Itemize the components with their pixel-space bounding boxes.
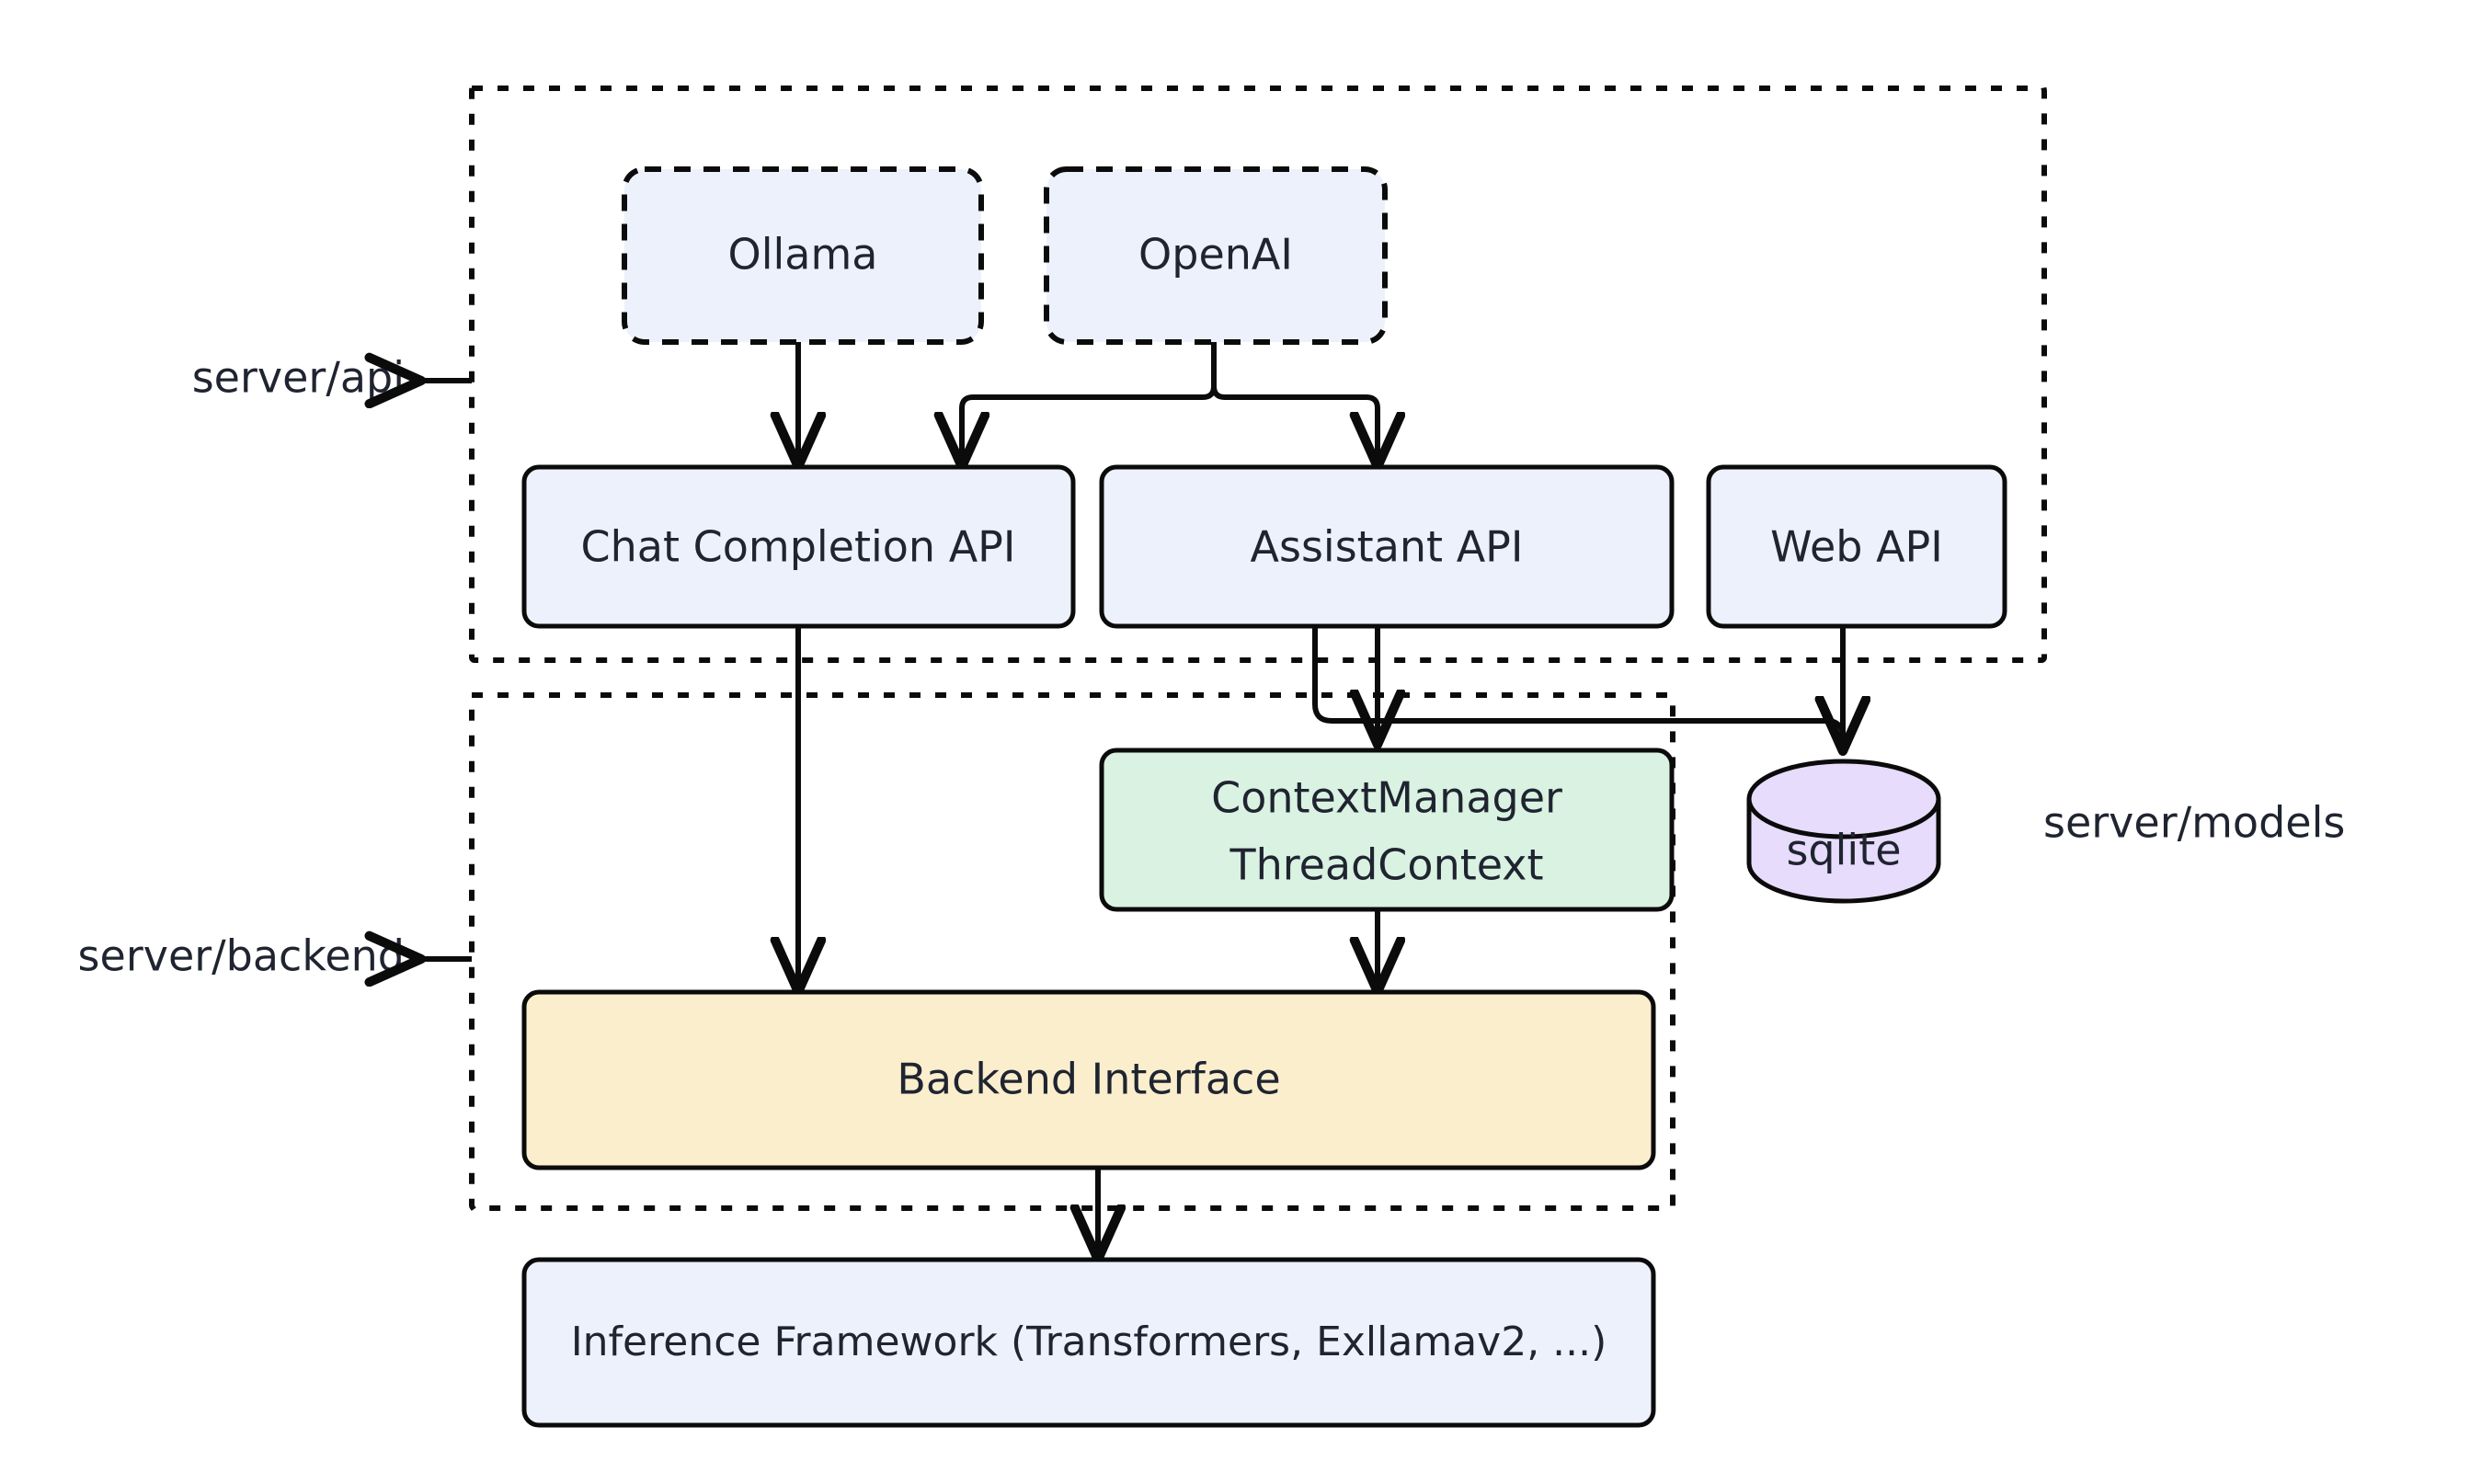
edge-openai-to-assistant-api bbox=[1211, 342, 1378, 462]
node-sqlite-label: sqlite bbox=[1786, 826, 1901, 875]
node-inference-framework[interactable]: Inference Framework (Transformers, Exlla… bbox=[521, 1257, 1656, 1428]
sqlite-cylinder-top-edge bbox=[1746, 798, 1941, 839]
node-inference-framework-label: Inference Framework (Transformers, Exlla… bbox=[571, 1318, 1607, 1365]
node-openai-label: OpenAI bbox=[1138, 230, 1293, 280]
node-assistant-api[interactable]: Assistant API bbox=[1099, 464, 1675, 629]
node-openai[interactable]: OpenAI bbox=[1044, 166, 1388, 345]
cluster-label-server-models: server/models bbox=[2043, 798, 2345, 848]
node-web-api[interactable]: Web API bbox=[1706, 464, 2007, 629]
cluster-label-server-api: server/api bbox=[192, 353, 405, 403]
node-web-api-label: Web API bbox=[1770, 522, 1943, 572]
node-backend-interface-label: Backend Interface bbox=[897, 1055, 1280, 1104]
node-chat-completion-api[interactable]: Chat Completion API bbox=[521, 464, 1076, 629]
node-ollama[interactable]: Ollama bbox=[622, 166, 984, 345]
node-assistant-api-label: Assistant API bbox=[1251, 522, 1524, 572]
cluster-server-backend bbox=[469, 692, 1675, 1211]
edge-openai-to-chat-api bbox=[962, 342, 1217, 462]
node-context-manager[interactable]: ContextManager ThreadContext bbox=[1099, 748, 1675, 912]
node-chat-completion-api-label: Chat Completion API bbox=[581, 522, 1016, 572]
node-sqlite[interactable]: sqlite bbox=[1746, 759, 1941, 904]
cluster-label-server-backend: server/backend bbox=[78, 931, 405, 981]
node-context-manager-label-line2: ThreadContext bbox=[1229, 840, 1543, 890]
node-ollama-label: Ollama bbox=[728, 230, 878, 280]
edge-assistant-api-to-sqlite bbox=[1312, 626, 1843, 747]
node-backend-interface[interactable]: Backend Interface bbox=[521, 989, 1656, 1170]
cluster-server-api bbox=[469, 86, 2047, 663]
node-context-manager-label-line1: ContextManager bbox=[1211, 773, 1562, 823]
